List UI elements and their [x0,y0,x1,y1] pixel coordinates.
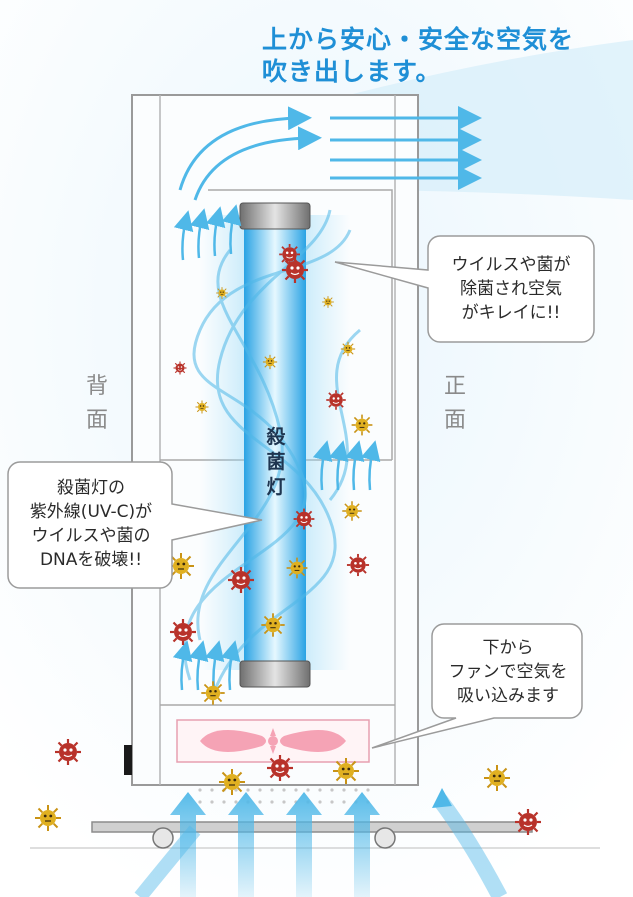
callout-intake-line: 吸い込みます [457,686,559,706]
germicidal-lamp-label: 殺 菌 灯 [258,425,294,500]
callout-purified-line: ウイルスや菌が [451,255,571,275]
callout-purified: ウイルスや菌が 除菌され空気 がキレイに!! [432,253,590,325]
lamp-label-char: 菌 [266,451,286,473]
internal-airflow [182,209,361,691]
callout-intake-line: ファンで空気を [448,662,568,682]
callout-uv: 殺菌灯の 紫外線(UV-C)が ウイルスや菌の DNAを破壊!! [12,476,170,572]
callout-uv-shape [7,461,263,589]
callout-purified-line: がキレイに!! [461,303,561,323]
germ-icon [280,255,310,285]
callout-purified-line: 除菌され空気 [460,279,562,299]
lamp-label-char: 殺 [266,426,286,448]
callout-intake-line: 下から [482,638,534,658]
front-label-char: 面 [443,408,466,433]
front-side-label: 正 面 [440,370,470,438]
callout-intake: 下から ファンで空気を 吸い込みます [436,636,580,708]
back-side-label: 背 面 [82,370,112,438]
intake-arrows [134,788,508,897]
lamp-label-char: 灯 [266,476,286,498]
callout-uv-line: 殺菌灯の [57,478,125,498]
airflow-arrow-icon [172,204,381,691]
back-label-char: 面 [85,408,108,433]
callout-intake-shape [371,623,583,749]
fan-icon [176,719,370,763]
headline-line-1: 上から安心・安全な空気を [262,25,575,54]
outflow-arrows [178,106,482,201]
callout-uv-line: 紫外線(UV-C)が [29,502,153,522]
headline-line-2: 吹き出します。 [262,57,442,86]
callout-uv-line: ウイルスや菌の [31,526,151,546]
callout-purified-shape [334,235,595,343]
front-label-char: 正 [443,374,466,399]
callout-uv-line: DNAを破壊!! [39,550,143,570]
headline: 上から安心・安全な空気を 吹き出します。 [262,24,622,88]
back-label-char: 背 [85,374,108,399]
callout-shapes [7,235,595,749]
